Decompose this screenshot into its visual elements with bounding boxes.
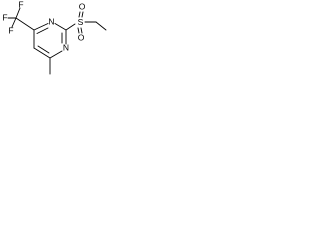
atom-o-top: O (79, 1, 86, 11)
atom-o-bottom: O (78, 32, 85, 42)
atom-s: S (78, 17, 84, 27)
bond-n3-c2 (54, 23, 67, 31)
bond-c6-c5-double (37, 45, 50, 54)
atom-n-top: N (48, 16, 54, 26)
bond-c6-c5 (33, 47, 51, 59)
bond-s-o-bottom (80, 27, 83, 34)
bond-c4-n3 (33, 23, 49, 31)
bond-cf3-f-top (15, 7, 21, 19)
bond-ch2-ch3 (95, 21, 107, 31)
bond-s-o-top-double (78, 11, 81, 18)
atom-f-top: F (18, 0, 23, 9)
atom-f-left: F (2, 12, 7, 22)
bond-n1-c6 (49, 50, 63, 59)
bond-cf3-ring (15, 17, 35, 31)
bond-c4-n3-double (36, 27, 49, 34)
atom-n-right: N (63, 42, 69, 52)
bond-s-o-top (81, 11, 84, 18)
atom-f-bottom: F (8, 25, 13, 35)
bond-cf3-f-bottom (11, 17, 17, 28)
structure-canvas: F F F N N S O O (0, 0, 113, 94)
bond-s-o-bottom-double (77, 27, 80, 34)
bond-c2-s (65, 23, 76, 31)
molecule-diagram: F F F N N S O O (2, 0, 107, 75)
